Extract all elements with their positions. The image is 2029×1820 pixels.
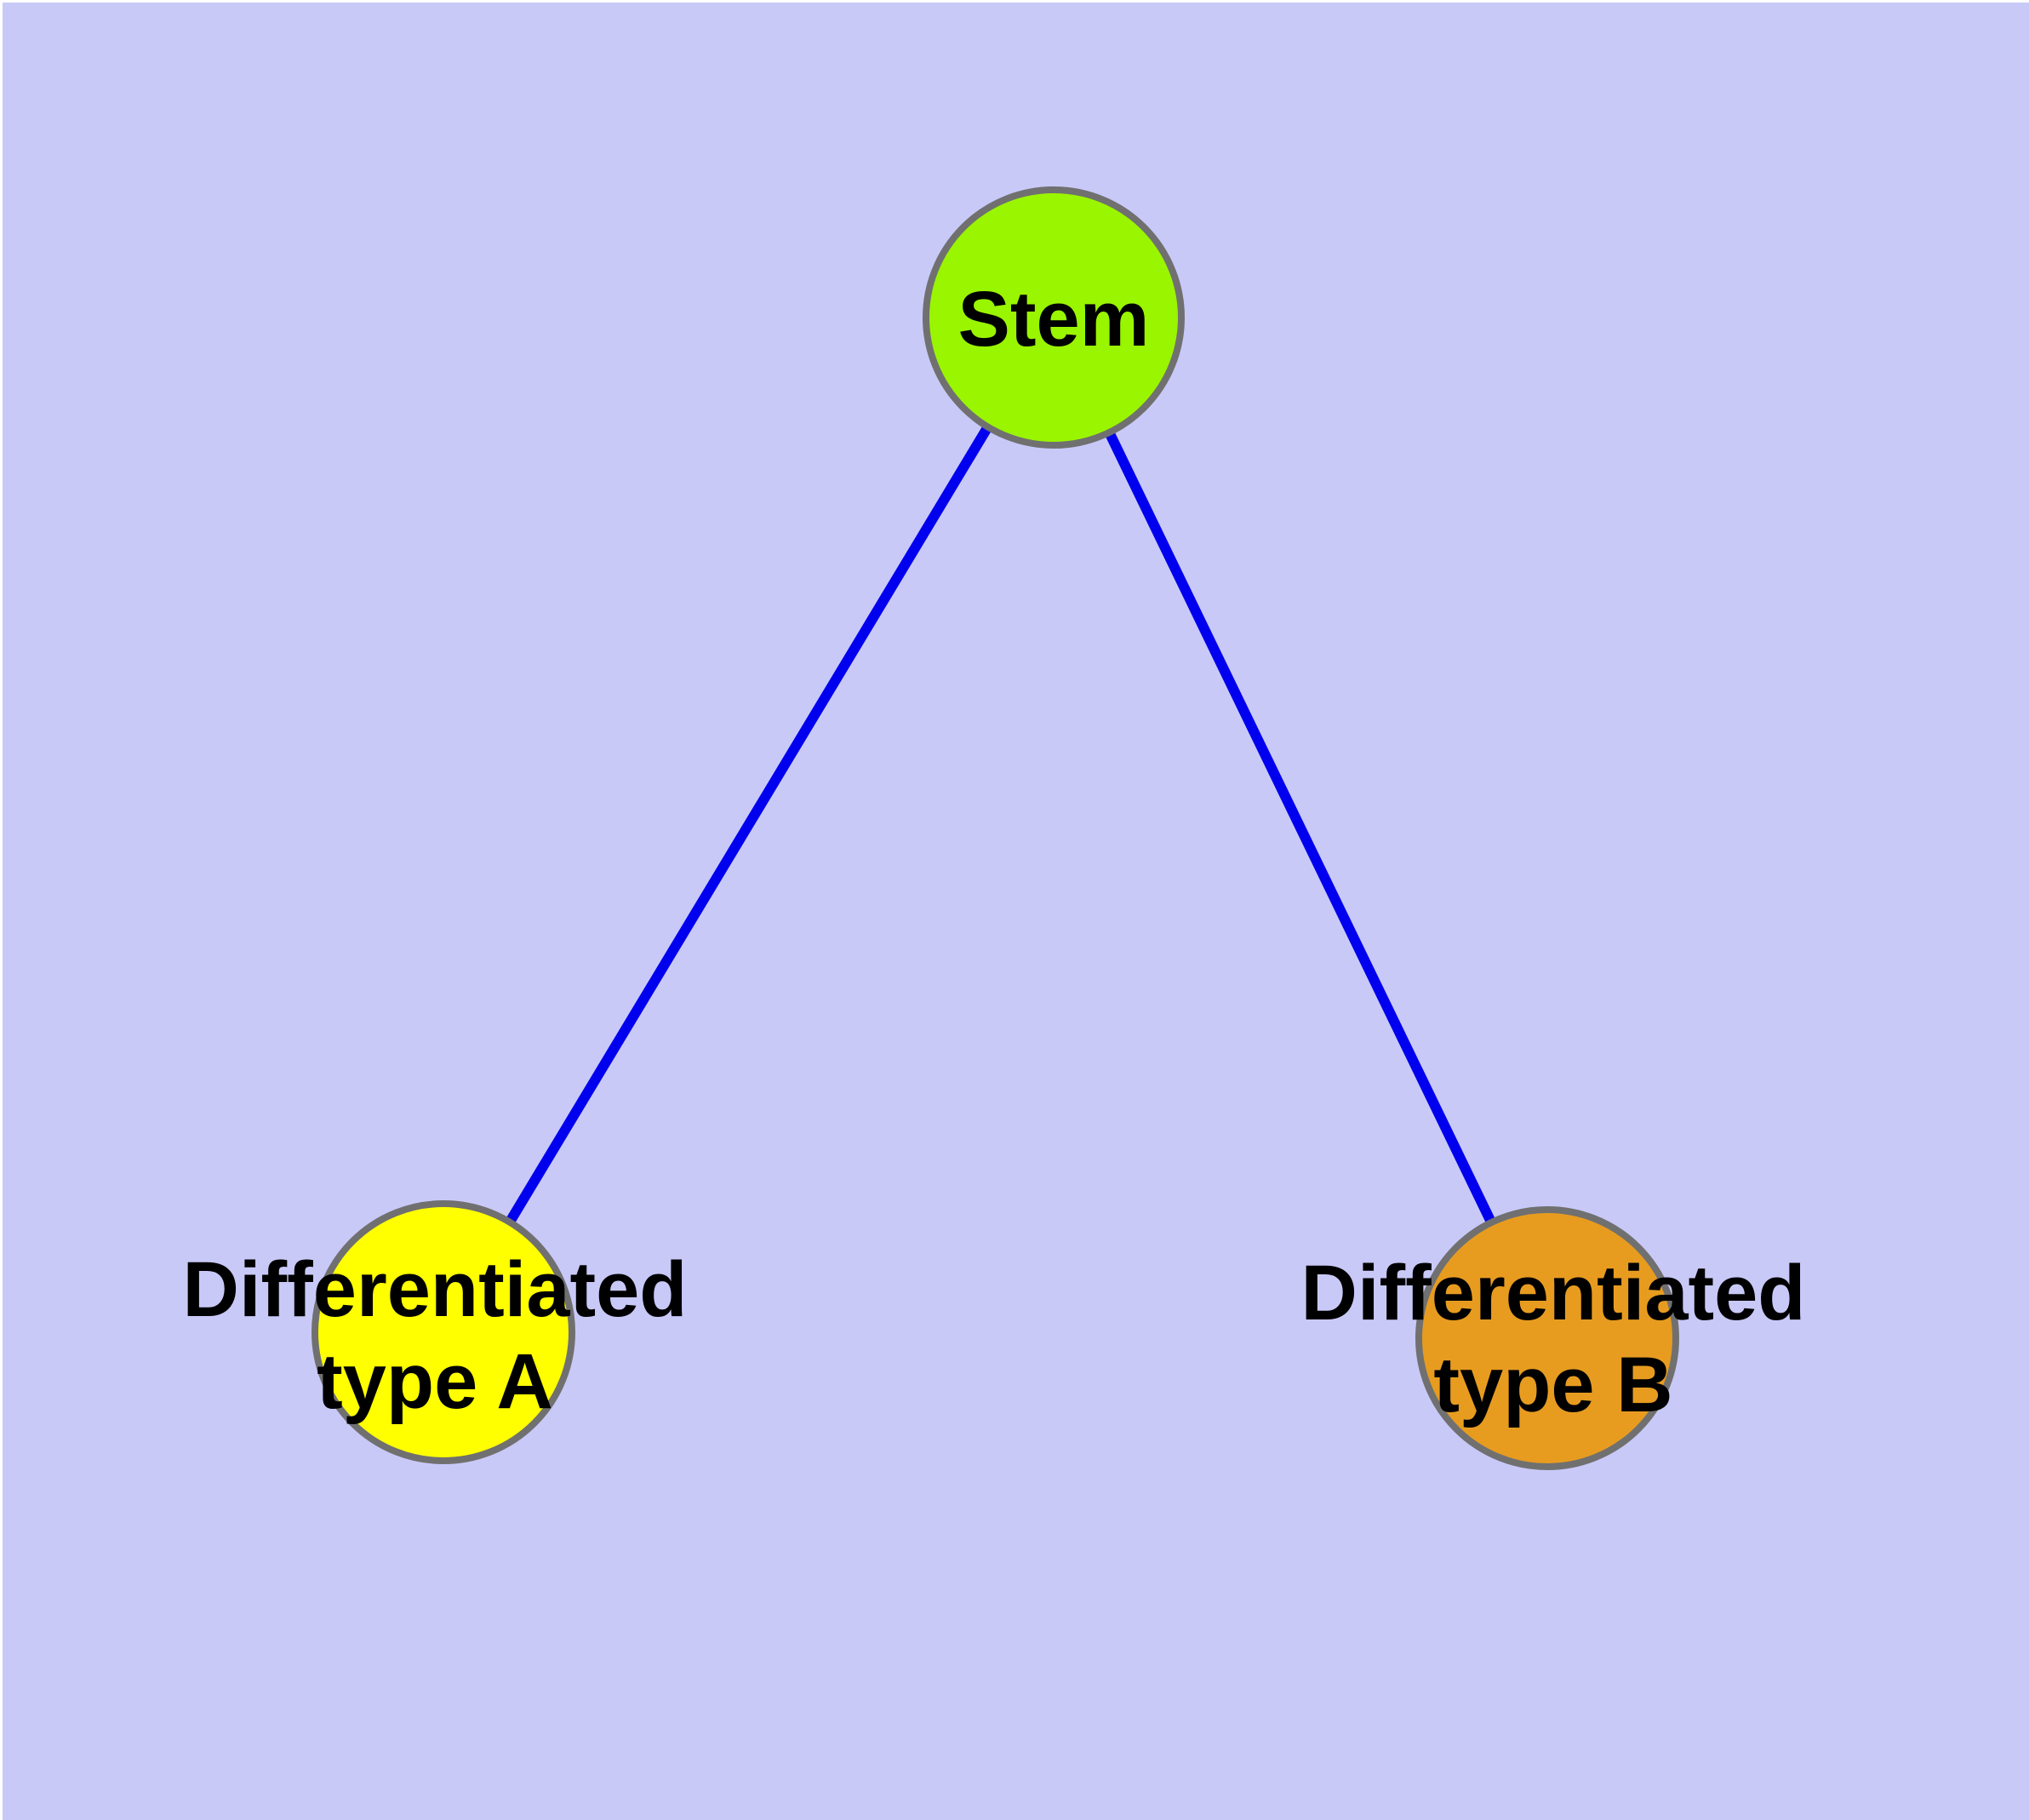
edge-stem-to-type-b bbox=[1049, 315, 1552, 1341]
diagram-canvas: Stem Differentiated type A Differentiate… bbox=[3, 3, 2029, 1820]
node-stem bbox=[923, 186, 1185, 449]
node-differentiated-type-a bbox=[311, 1200, 575, 1464]
graph-svg bbox=[3, 3, 2029, 1820]
edge-stem-to-type-a bbox=[438, 314, 1059, 1336]
node-differentiated-type-b bbox=[1415, 1206, 1679, 1470]
